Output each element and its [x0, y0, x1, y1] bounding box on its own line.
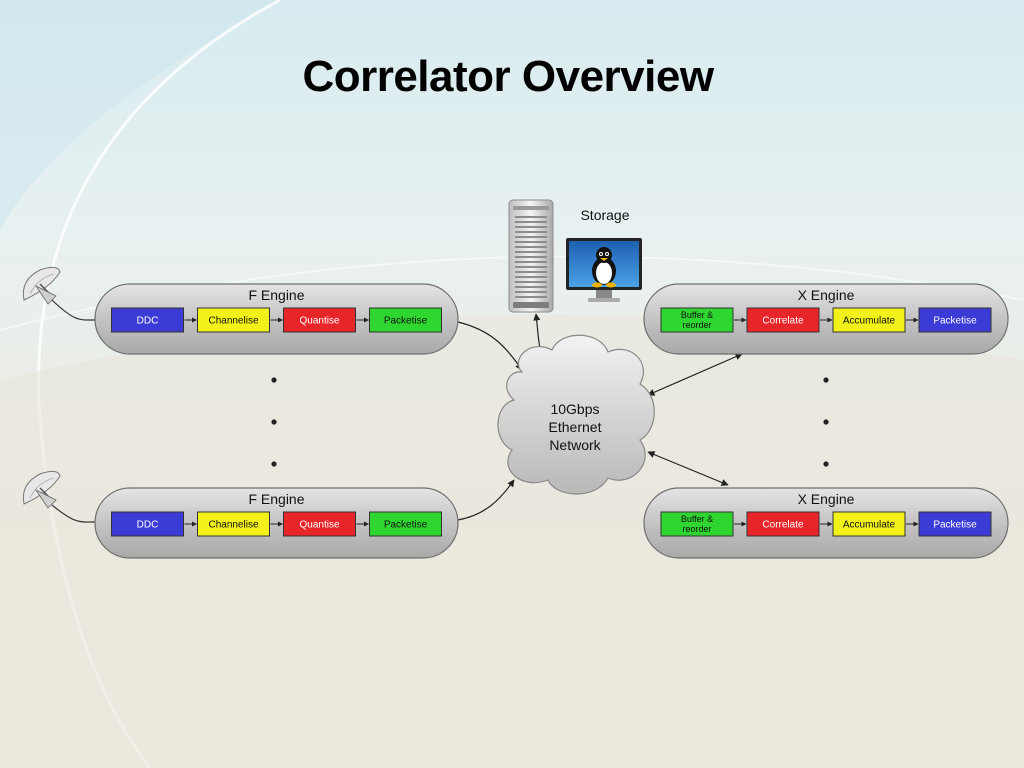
- processing-block-label: Packetise: [384, 316, 428, 327]
- processing-block-label: Packetise: [933, 520, 977, 531]
- engine-label: X Engine: [798, 287, 855, 303]
- processing-block: Packetise: [918, 511, 992, 537]
- processing-block-label: Accumulate: [843, 520, 896, 531]
- processing-block-label: DDC: [137, 520, 159, 531]
- network-cloud: [497, 334, 655, 495]
- processing-block: Packetise: [369, 307, 442, 333]
- processing-block-label: Quantise: [299, 520, 339, 531]
- engine-label: F Engine: [248, 491, 304, 507]
- processing-block-box: [746, 307, 820, 333]
- processing-block-label: DDC: [137, 316, 159, 327]
- engine-pod-background: [94, 487, 459, 559]
- processing-block: Packetise: [369, 511, 442, 537]
- processing-block-label: reorder: [682, 524, 711, 534]
- processing-block-label: Quantise: [299, 316, 339, 327]
- slide-title: Correlator Overview: [302, 52, 714, 101]
- engine-pod-background: [643, 283, 1009, 355]
- x-engine-ellipsis: [823, 377, 829, 467]
- connectors: [51, 299, 743, 523]
- processing-block-box: [832, 511, 906, 537]
- processing-block-box: [832, 307, 906, 333]
- processing-block-box: [283, 307, 356, 333]
- processing-block: Buffer &reorder: [660, 307, 747, 333]
- processing-block-label: reorder: [682, 320, 711, 330]
- engine-label: F Engine: [248, 287, 304, 303]
- f-engine-1-to-network-arrow: [457, 321, 523, 371]
- processing-block-box: [197, 511, 270, 537]
- engine-pod-background: [643, 487, 1009, 559]
- server-tower-icon: [508, 199, 554, 313]
- network-label-line: Network: [549, 437, 601, 453]
- network-label: 10Gbps Ethernet Network: [549, 401, 602, 453]
- processing-block: Channelise: [197, 511, 283, 537]
- processing-block: Quantise: [283, 511, 369, 537]
- antenna-2-connector: [51, 504, 96, 523]
- processing-block-box: [369, 307, 442, 333]
- processing-block-label: Correlate: [762, 316, 804, 327]
- processing-block-box: [111, 511, 184, 537]
- processing-block: DDC: [111, 511, 197, 537]
- network-x-engine-2-arrow: [647, 451, 729, 486]
- processing-block: Packetise: [918, 307, 992, 333]
- processing-block-label: Packetise: [933, 316, 977, 327]
- processing-block: Quantise: [283, 307, 369, 333]
- processing-block-label: Accumulate: [843, 316, 896, 327]
- storage-label: Storage: [580, 207, 629, 223]
- processing-block-box: [746, 511, 820, 537]
- f-engine-2-to-network-arrow: [457, 479, 515, 521]
- engine-label: X Engine: [798, 491, 855, 507]
- network-x-engine-1-arrow: [647, 353, 743, 396]
- processing-block-box: [283, 511, 356, 537]
- processing-block-label: Packetise: [384, 520, 428, 531]
- processing-block-box: [918, 511, 992, 537]
- f-engine-ellipsis: [271, 377, 277, 467]
- satellite-dish-icon: [22, 266, 61, 305]
- satellite-dish-icon: [22, 470, 61, 509]
- processing-block: Accumulate: [832, 511, 919, 537]
- network-label-line: Ethernet: [549, 419, 602, 435]
- processing-block-box: [111, 307, 184, 333]
- processing-block-box: [660, 511, 734, 537]
- network-label-line: 10Gbps: [550, 401, 599, 417]
- processing-block-label: Channelise: [208, 520, 258, 531]
- processing-block: DDC: [111, 307, 197, 333]
- processing-block-label: Buffer &: [681, 310, 713, 320]
- processing-block-label: Channelise: [208, 316, 258, 327]
- processing-block: Correlate: [746, 511, 833, 537]
- processing-block: Buffer &reorder: [660, 511, 747, 537]
- processing-block-box: [197, 307, 270, 333]
- processing-block-label: Correlate: [762, 520, 804, 531]
- processing-block-label: Buffer &: [681, 514, 713, 524]
- processing-block: Correlate: [746, 307, 833, 333]
- processing-block-box: [918, 307, 992, 333]
- processing-block-box: [369, 511, 442, 537]
- processing-block: Channelise: [197, 307, 283, 333]
- processing-block: Accumulate: [832, 307, 919, 333]
- linux-penguin-monitor-icon: [566, 238, 642, 302]
- engine-pod-background: [94, 283, 459, 355]
- antenna-1-connector: [51, 299, 96, 321]
- processing-block-box: [660, 307, 734, 333]
